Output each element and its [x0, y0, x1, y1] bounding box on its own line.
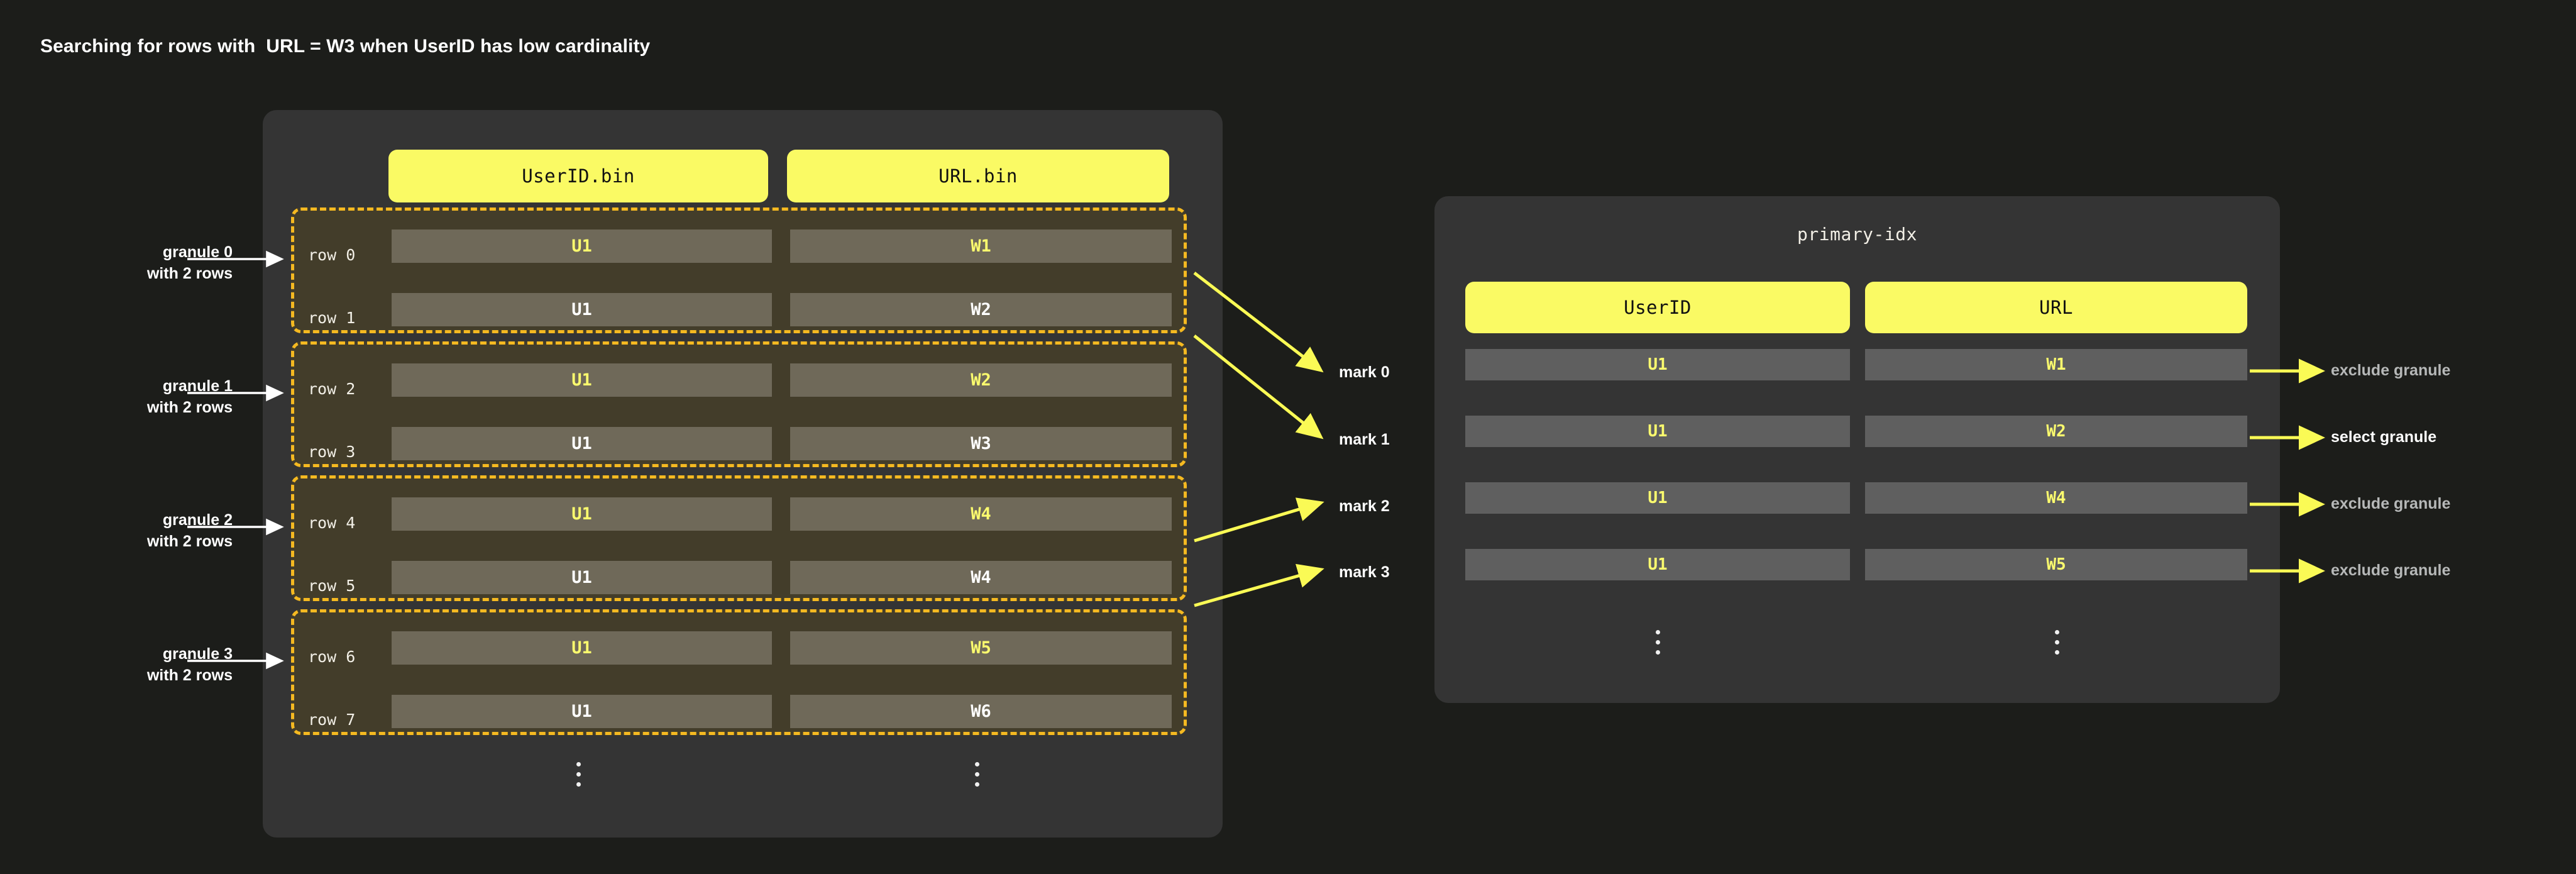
- data-cell-userid: U1: [392, 631, 772, 665]
- data-cell-userid: U1: [392, 293, 772, 326]
- index-cell-url: W2: [1865, 416, 2247, 447]
- row-label: row 0: [308, 246, 356, 264]
- mark-label-3: mark 3: [1339, 563, 1390, 581]
- data-cell-url: W4: [790, 497, 1172, 531]
- row-label: row 5: [308, 577, 356, 595]
- decision-label-3: exclude granule: [2331, 561, 2451, 579]
- ellipsis-icon: [573, 762, 583, 787]
- row-label: row 4: [308, 514, 356, 532]
- data-cell-userid: U1: [392, 695, 772, 728]
- granule-note-line: with 2 rows: [146, 264, 233, 282]
- index-cell-userid: U1: [1465, 416, 1850, 447]
- row-label: row 3: [308, 443, 356, 461]
- data-cell-url: W2: [790, 363, 1172, 397]
- row-label: row 2: [308, 380, 356, 398]
- data-cell-userid: U1: [392, 427, 772, 460]
- data-cell-url: W5: [790, 631, 1172, 665]
- data-cell-userid: U1: [392, 497, 772, 531]
- ellipsis-icon: [2052, 630, 2062, 655]
- granule-note-2: granule 2 with 2 rows: [44, 510, 233, 552]
- granule-note-line: granule 0: [162, 243, 233, 261]
- ellipsis-icon: [972, 762, 982, 787]
- index-cell-url: W5: [1865, 549, 2247, 580]
- page-title: Searching for rows with URL = W3 when Us…: [40, 36, 651, 57]
- ellipsis-icon: [1653, 630, 1663, 655]
- index-column-header-url: URL: [1865, 282, 2247, 333]
- data-cell-url: W4: [790, 561, 1172, 594]
- mark-label-0: mark 0: [1339, 363, 1390, 381]
- data-cell-userid: U1: [392, 561, 772, 594]
- granule-note-line: granule 1: [162, 377, 233, 395]
- index-cell-url: W1: [1865, 349, 2247, 380]
- row-label: row 1: [308, 309, 356, 327]
- granule-box-0[interactable]: row 0 row 1 U1 W1 U1 W2: [291, 207, 1187, 333]
- row-label: row 6: [308, 648, 356, 666]
- granule-note-line: with 2 rows: [146, 398, 233, 416]
- granule-note-line: granule 3: [162, 645, 233, 663]
- decision-label-2: exclude granule: [2331, 495, 2451, 512]
- row-label: row 7: [308, 711, 356, 729]
- primary-index-panel: [1434, 196, 2280, 703]
- primary-index-title: primary-idx: [1797, 224, 1917, 245]
- granule-note-line: granule 2: [162, 511, 233, 529]
- data-cell-userid: U1: [392, 230, 772, 263]
- decision-label-1: select granule: [2331, 428, 2437, 446]
- index-cell-url: W4: [1865, 482, 2247, 514]
- granule-box-1[interactable]: row 2 row 3 U1 W2 U1 W3: [291, 341, 1187, 467]
- data-cell-url: W1: [790, 230, 1172, 263]
- index-column-header-userid: UserID: [1465, 282, 1850, 333]
- data-cell-url: W3: [790, 427, 1172, 460]
- data-cell-url: W6: [790, 695, 1172, 728]
- granule-box-3[interactable]: row 6 row 7 U1 W5 U1 W6: [291, 609, 1187, 735]
- granule-note-line: with 2 rows: [146, 666, 233, 684]
- granule-note-line: with 2 rows: [146, 532, 233, 550]
- granule-note-1: granule 1 with 2 rows: [44, 376, 233, 418]
- mark-label-1: mark 1: [1339, 431, 1390, 448]
- mark-label-2: mark 2: [1339, 497, 1390, 515]
- column-header-url-bin: URL.bin: [787, 150, 1169, 202]
- decision-label-0: exclude granule: [2331, 362, 2451, 379]
- data-cell-url: W2: [790, 293, 1172, 326]
- data-cell-userid: U1: [392, 363, 772, 397]
- index-cell-userid: U1: [1465, 349, 1850, 380]
- index-cell-userid: U1: [1465, 549, 1850, 580]
- column-header-userid-bin: UserID.bin: [388, 150, 768, 202]
- granule-note-3: granule 3 with 2 rows: [44, 644, 233, 686]
- index-cell-userid: U1: [1465, 482, 1850, 514]
- granule-note-0: granule 0 with 2 rows: [44, 242, 233, 284]
- granule-box-2[interactable]: row 4 row 5 U1 W4 U1 W4: [291, 475, 1187, 601]
